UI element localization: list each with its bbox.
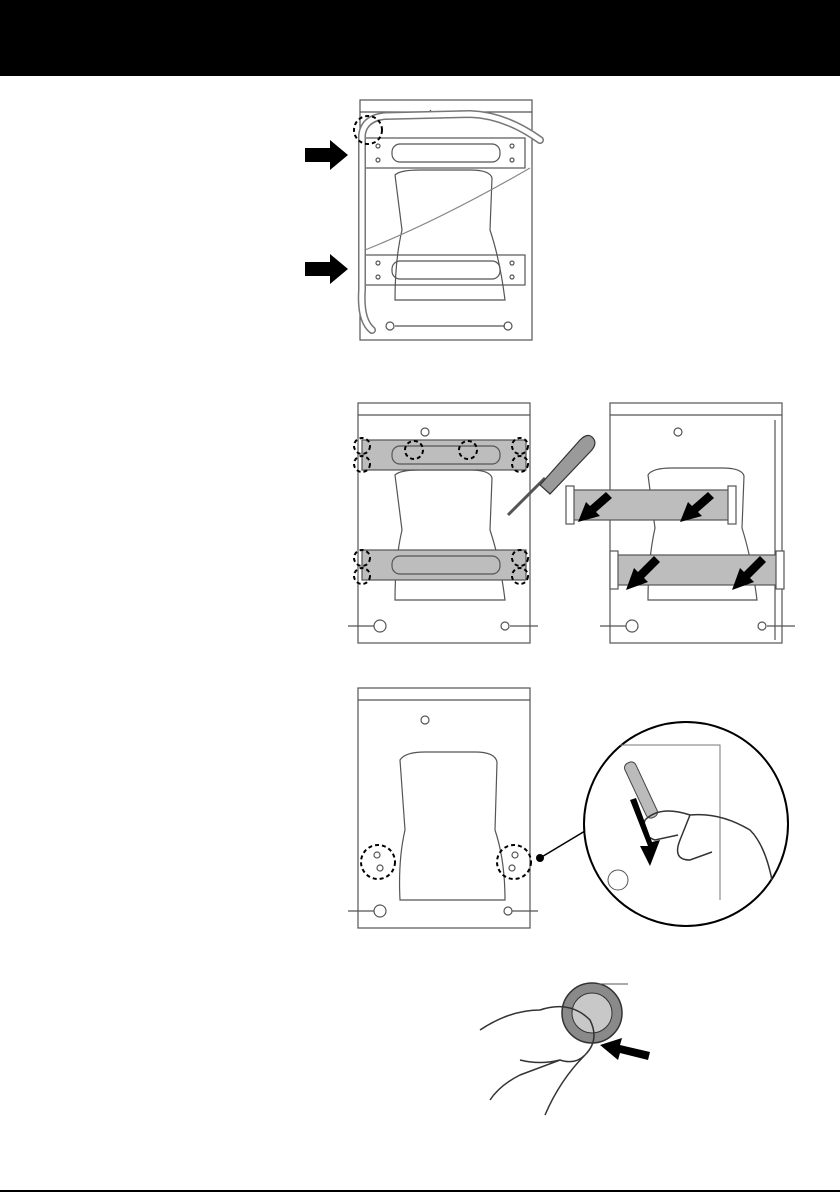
cap-insertion-figure: [480, 983, 650, 1115]
bracket-removal-figure: [566, 403, 795, 643]
lower-bracket: [365, 255, 525, 285]
upper-bracket: [365, 138, 525, 168]
zoom-circle: [584, 722, 788, 926]
transit-bolt-removal-figure: [348, 403, 538, 643]
drain-hose-clips-figure: [360, 100, 532, 340]
spacer-removal-figure: [348, 688, 538, 928]
upper-transit-bar: [362, 440, 526, 470]
push-arrow-icon: [600, 1038, 650, 1060]
lower-transit-bar: [362, 550, 526, 580]
arrow-icon: [305, 140, 348, 170]
arrow-icon: [305, 254, 348, 284]
